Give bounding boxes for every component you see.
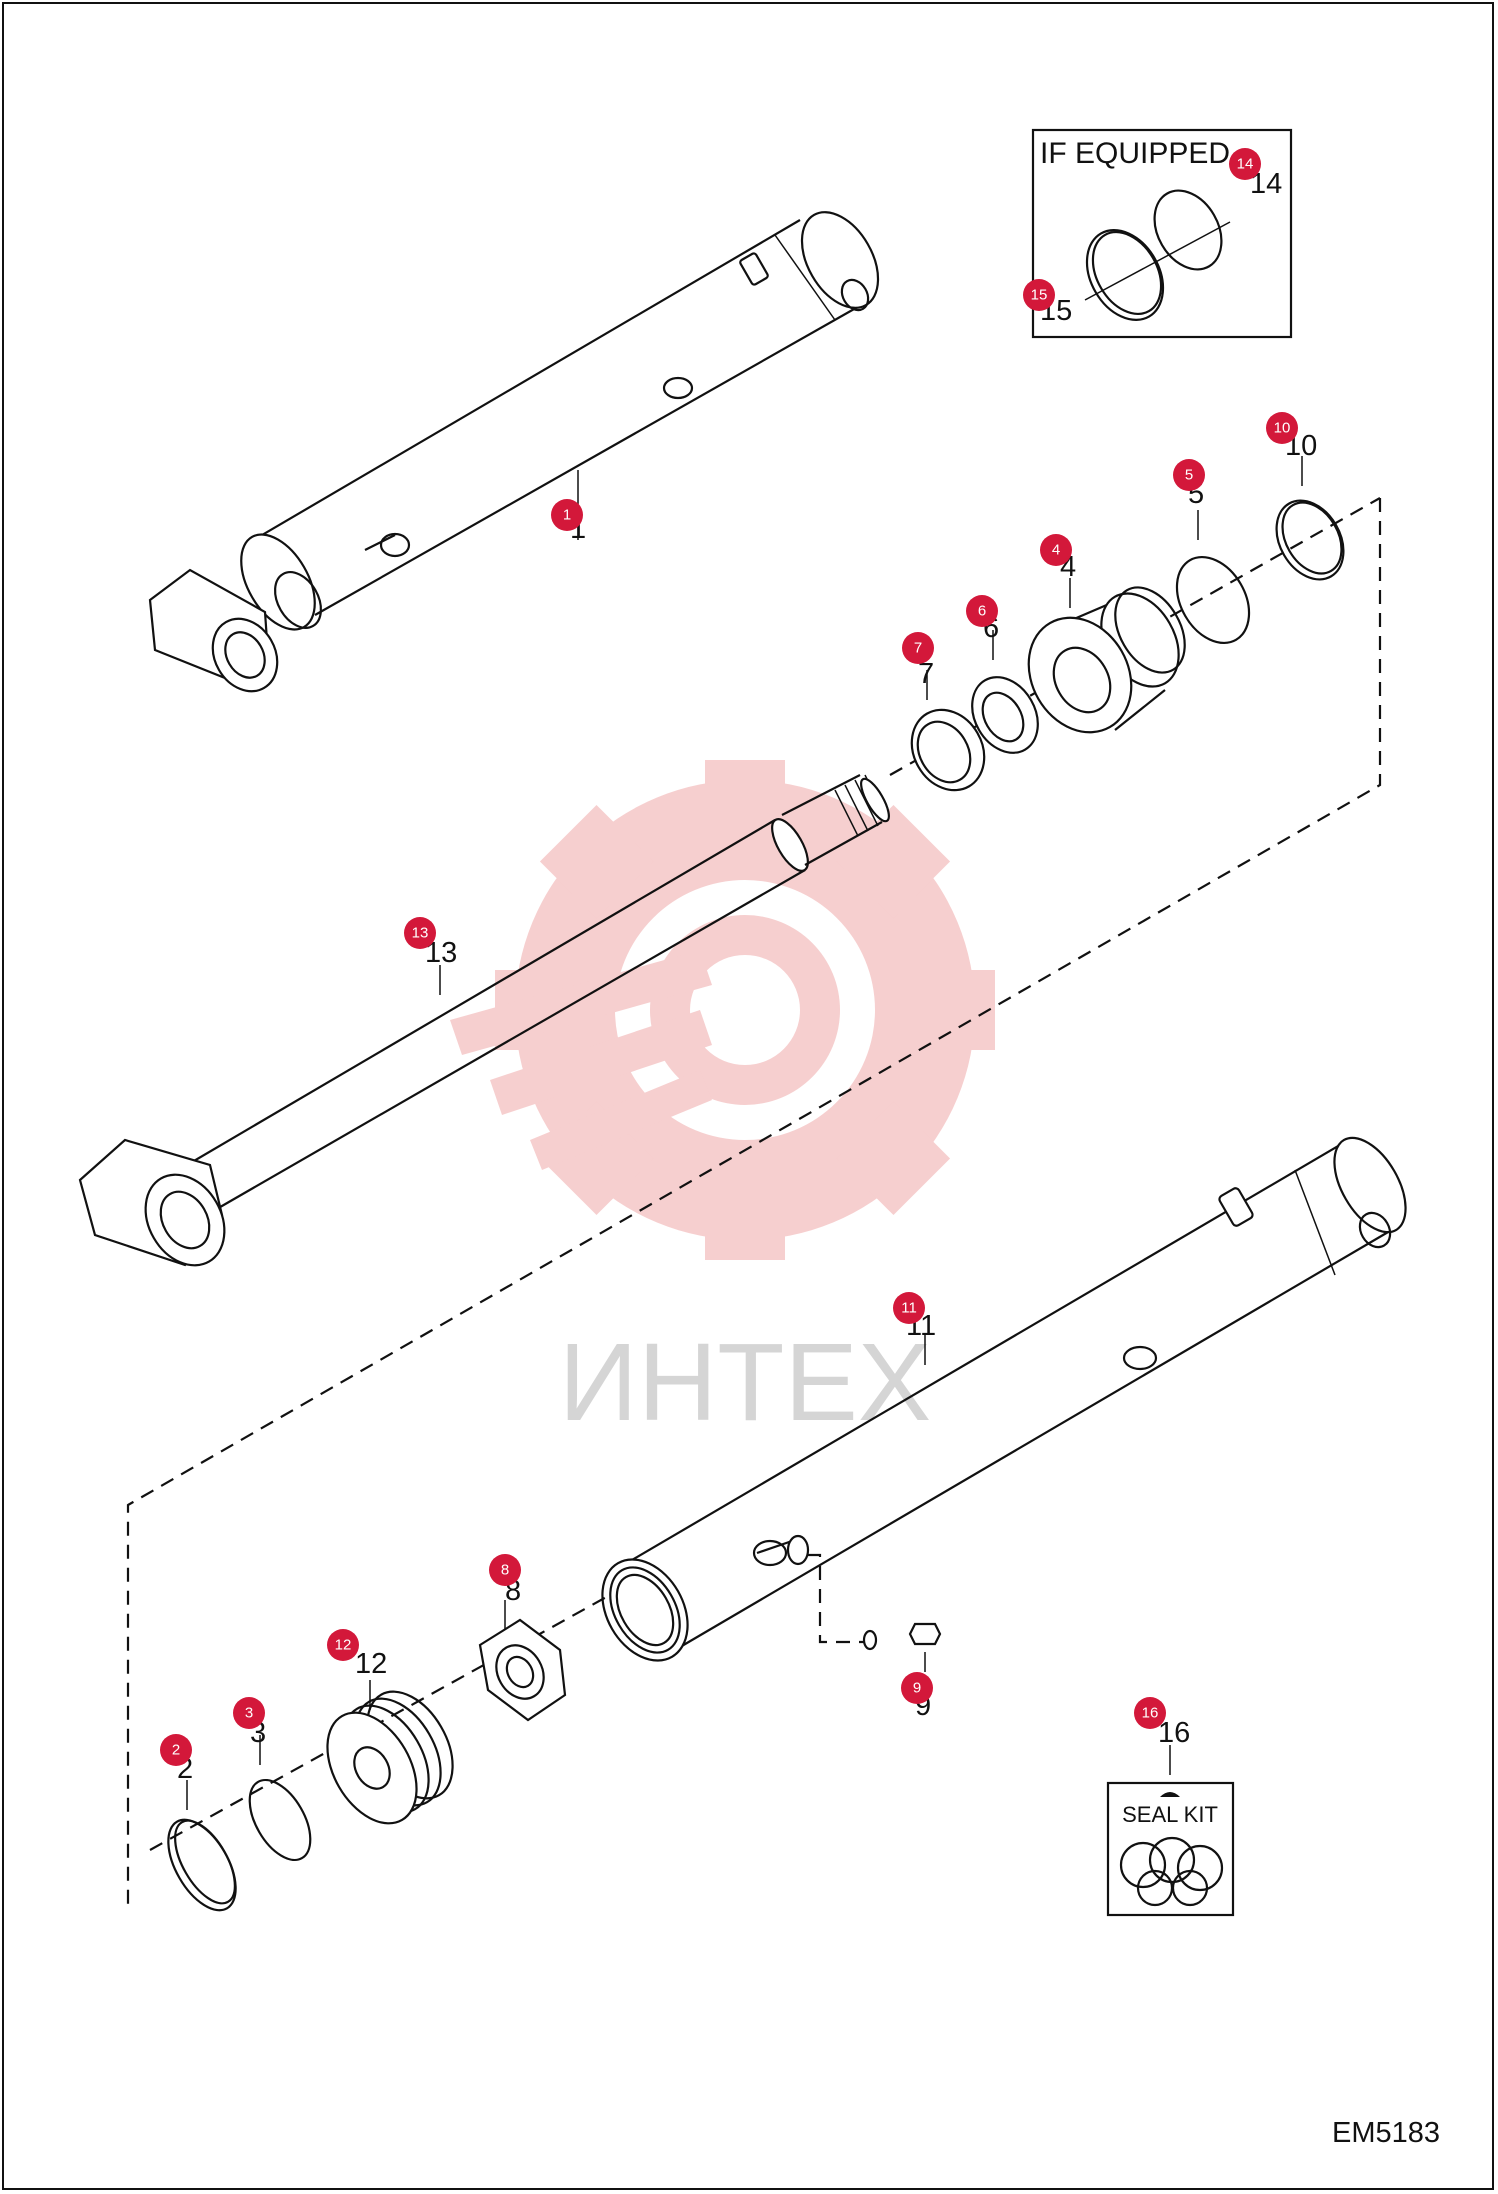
- hotspot-5[interactable]: 5: [1173, 459, 1205, 491]
- hotspot-badges: 1 2 3 4 5 6 7 8 9 10 11 12 13 14 15 16: [160, 148, 1298, 1766]
- part-number-12: 12: [355, 1648, 387, 1680]
- hotspot-3[interactable]: 3: [233, 1697, 265, 1729]
- hotspot-4[interactable]: 4: [1040, 534, 1072, 566]
- piston-rod: [78, 774, 890, 1267]
- svg-text:5: 5: [1185, 467, 1193, 484]
- assembly-guide-line: [126, 498, 1382, 1910]
- cylinder-assembly: [148, 211, 880, 693]
- hotspot-14[interactable]: 14: [1229, 148, 1261, 180]
- seal-kit-box: SEAL KIT: [1106, 1781, 1235, 1917]
- svg-text:7: 7: [914, 640, 922, 657]
- part-4-gland-head: [1027, 586, 1186, 734]
- svg-text:15: 15: [1031, 287, 1048, 304]
- lower-leaders: [186, 1600, 1171, 1810]
- cylinder-barrel: [601, 1136, 1407, 1662]
- svg-text:6: 6: [978, 603, 986, 620]
- upper-leaders: [926, 456, 1303, 700]
- inset-title: IF EQUIPPED: [1040, 137, 1230, 170]
- watermark-logo: [450, 760, 995, 1260]
- hotspot-12[interactable]: 12: [327, 1629, 359, 1661]
- hotspot-15[interactable]: 15: [1023, 279, 1055, 311]
- hotspot-1[interactable]: 1: [551, 499, 583, 531]
- part-5-oring: [1175, 555, 1251, 645]
- svg-text:9: 9: [913, 1680, 921, 1697]
- hotspot-16[interactable]: 16: [1134, 1697, 1166, 1729]
- hotspot-8[interactable]: 8: [489, 1554, 521, 1586]
- hotspot-7[interactable]: 7: [902, 632, 934, 664]
- seal-kit-title: SEAL KIT: [1122, 1802, 1218, 1827]
- part-3-oring: [248, 1778, 312, 1862]
- part-9-bleeder: [862, 1622, 942, 1672]
- svg-text:11: 11: [901, 1300, 917, 1317]
- part-8-nut: [478, 1618, 567, 1722]
- part-number-7: 7: [918, 658, 934, 690]
- part-12-piston: [326, 1690, 454, 1825]
- watermark-text: ИНТЕХ: [559, 1321, 931, 1444]
- svg-text:8: 8: [501, 1562, 509, 1579]
- svg-text:10: 10: [1274, 420, 1291, 437]
- hotspot-10[interactable]: 10: [1266, 412, 1298, 444]
- part-number-16: 16: [1158, 1717, 1190, 1749]
- part-6-wiper: [971, 676, 1039, 754]
- svg-text:1: 1: [563, 507, 571, 524]
- part-7-seal: [910, 708, 986, 792]
- hotspot-2[interactable]: 2: [160, 1734, 192, 1766]
- hotspot-9[interactable]: 9: [901, 1672, 933, 1704]
- part-10-backup-ring: [1275, 499, 1345, 581]
- svg-text:3: 3: [245, 1705, 253, 1722]
- svg-text:13: 13: [412, 925, 429, 942]
- hotspot-11[interactable]: 11: [893, 1292, 925, 1324]
- svg-text:14: 14: [1237, 156, 1254, 173]
- hotspot-13[interactable]: 13: [404, 917, 436, 949]
- part-2-snap-ring: [167, 1818, 237, 1912]
- bleed-valve-guide: [808, 1553, 875, 1644]
- svg-text:16: 16: [1142, 1705, 1159, 1722]
- hotspot-6[interactable]: 6: [966, 595, 998, 627]
- figure-code: EM5183: [1332, 2117, 1440, 2149]
- svg-text:2: 2: [172, 1742, 180, 1759]
- svg-text:4: 4: [1052, 542, 1060, 559]
- svg-text:12: 12: [335, 1637, 352, 1654]
